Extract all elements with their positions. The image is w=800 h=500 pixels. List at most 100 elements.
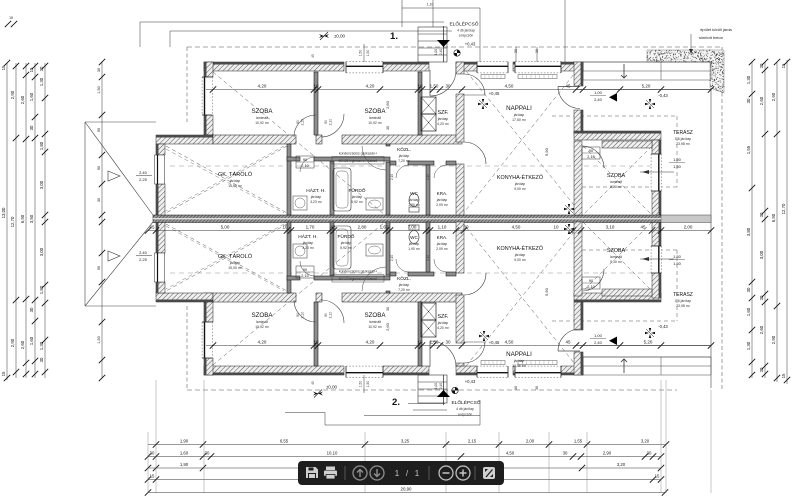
svg-text:1,55: 1,55 xyxy=(574,439,583,444)
svg-text:ELŐLÉPCSŐ: ELŐLÉPCSŐ xyxy=(451,399,480,406)
svg-text:laminált: laminált xyxy=(369,320,381,324)
svg-text:1,50: 1,50 xyxy=(430,84,439,89)
svg-text:SZF.: SZF. xyxy=(437,110,448,116)
svg-text:1,70: 1,70 xyxy=(306,224,315,229)
svg-text:2,10: 2,10 xyxy=(390,174,394,180)
svg-text:járólap: járólap xyxy=(514,182,526,186)
svg-text:SZOBA: SZOBA xyxy=(365,312,387,319)
svg-text:3,20: 3,20 xyxy=(641,439,650,444)
svg-text:9,30 m²: 9,30 m² xyxy=(610,185,623,189)
svg-text:1.: 1. xyxy=(390,31,398,42)
svg-text:30: 30 xyxy=(39,66,44,71)
svg-text:10,10: 10,10 xyxy=(327,451,338,456)
svg-text:4,50: 4,50 xyxy=(505,340,514,345)
svg-text:15: 15 xyxy=(655,474,660,479)
svg-text:4,20: 4,20 xyxy=(366,340,375,345)
svg-text:2,10: 2,10 xyxy=(301,164,308,168)
svg-text:1,50: 1,50 xyxy=(366,50,370,57)
svg-text:5,00: 5,00 xyxy=(221,224,230,229)
svg-text:90: 90 xyxy=(97,128,101,132)
svg-text:2,40: 2,40 xyxy=(594,97,603,102)
svg-text:2,25: 2,25 xyxy=(139,177,148,182)
svg-text:1,30: 1,30 xyxy=(39,341,44,350)
svg-text:1,00: 1,00 xyxy=(594,333,603,338)
svg-text:járólap: járólap xyxy=(229,261,241,265)
svg-text:15,00 m²: 15,00 m² xyxy=(228,266,243,270)
svg-text:1,00: 1,00 xyxy=(594,90,603,95)
svg-text:3,10: 3,10 xyxy=(606,224,615,229)
svg-text:10,92 m²: 10,92 m² xyxy=(255,121,270,125)
svg-text:2,90: 2,90 xyxy=(771,92,776,101)
svg-text:2,90: 2,90 xyxy=(10,90,15,99)
svg-text:2,60: 2,60 xyxy=(20,95,25,104)
svg-text:2,40: 2,40 xyxy=(139,250,148,255)
svg-text:90: 90 xyxy=(296,120,300,124)
svg-text:+0,43: +0,43 xyxy=(465,379,476,384)
svg-text:4,20: 4,20 xyxy=(258,340,267,345)
svg-text:1,50: 1,50 xyxy=(366,381,370,388)
svg-text:2,60: 2,60 xyxy=(20,340,25,349)
svg-text:10: 10 xyxy=(417,84,423,89)
svg-text:1,80: 1,80 xyxy=(39,285,44,294)
svg-text:1,50: 1,50 xyxy=(430,340,439,345)
svg-text:2,09 m²: 2,09 m² xyxy=(436,203,449,207)
svg-text:NAPPALI: NAPPALI xyxy=(506,105,532,112)
svg-text:2,10: 2,10 xyxy=(301,119,305,126)
svg-text:járólap: járólap xyxy=(408,242,420,246)
svg-text:SZOBA: SZOBA xyxy=(607,248,626,254)
svg-text:3,00: 3,00 xyxy=(39,180,44,189)
svg-text:30: 30 xyxy=(39,357,44,362)
svg-text:30: 30 xyxy=(386,126,390,130)
svg-text:30: 30 xyxy=(759,63,764,68)
svg-text:SZOBA: SZOBA xyxy=(252,108,274,115)
svg-text:SZOBA: SZOBA xyxy=(365,108,387,115)
svg-text:9,30 m²: 9,30 m² xyxy=(610,260,623,264)
svg-text:KÖZL.: KÖZL. xyxy=(397,146,411,153)
svg-text:10,92 m²: 10,92 m² xyxy=(255,325,270,329)
svg-text:10: 10 xyxy=(313,340,319,345)
svg-text:30: 30 xyxy=(514,386,518,390)
svg-text:2,10: 2,10 xyxy=(587,155,594,159)
svg-text:2,10: 2,10 xyxy=(301,312,305,319)
svg-text:6,90: 6,90 xyxy=(771,213,776,222)
svg-text:20,90: 20,90 xyxy=(401,487,413,492)
svg-text:10: 10 xyxy=(282,224,288,229)
svg-text:KÖZL.: KÖZL. xyxy=(397,275,411,282)
svg-text:a lépcsőn: a lépcsőn xyxy=(459,34,474,38)
svg-text:15: 15 xyxy=(9,16,13,20)
svg-text:1,90: 1,90 xyxy=(180,439,189,444)
svg-text:járólap: járólap xyxy=(310,195,322,199)
svg-text:10: 10 xyxy=(313,84,319,89)
svg-text:GK. TÁROLÓ: GK. TÁROLÓ xyxy=(218,171,253,178)
svg-text:2,40: 2,40 xyxy=(439,383,443,389)
svg-text:80/125 légbeszívó / füstcső: 80/125 légbeszívó / füstcső xyxy=(339,277,378,281)
svg-text:3,23 m²: 3,23 m² xyxy=(310,200,323,204)
svg-text:1,6 járólap: 1,6 járólap xyxy=(675,137,691,141)
svg-text:90: 90 xyxy=(296,313,300,317)
svg-text:7,00: 7,00 xyxy=(408,224,417,229)
svg-text:23,98 m²: 23,98 m² xyxy=(676,304,691,308)
svg-text:laminált: laminált xyxy=(610,180,622,184)
svg-text:HÁZT. H.: HÁZT. H. xyxy=(306,187,325,194)
svg-text:2,10: 2,10 xyxy=(426,174,430,180)
svg-text:15: 15 xyxy=(29,67,34,72)
svg-text:járólap: járólap xyxy=(340,241,352,245)
svg-text:30: 30 xyxy=(647,451,652,456)
svg-text:4,20: 4,20 xyxy=(366,84,375,89)
svg-text:kondenzációs gázkazán+: kondenzációs gázkazán+ xyxy=(339,152,377,156)
svg-text:HÁZT. H.: HÁZT. H. xyxy=(298,233,317,240)
svg-text:2.: 2. xyxy=(392,397,400,408)
svg-text:járólap: járólap xyxy=(513,113,525,117)
svg-text:1,60: 1,60 xyxy=(29,92,34,101)
svg-text:2,40: 2,40 xyxy=(139,170,148,175)
svg-text:2,09 m²: 2,09 m² xyxy=(436,247,449,251)
svg-text:1,30: 1,30 xyxy=(39,77,44,86)
svg-text:simított beton: simított beton xyxy=(699,35,723,40)
svg-text:+0,43: +0,43 xyxy=(465,42,476,47)
svg-text:2,60: 2,60 xyxy=(385,100,390,109)
svg-text:2,80: 2,80 xyxy=(358,224,367,229)
svg-text:1,00: 1,00 xyxy=(434,49,438,55)
svg-text:30: 30 xyxy=(746,287,751,292)
svg-text:1,60: 1,60 xyxy=(746,307,751,316)
svg-text:SZOBA: SZOBA xyxy=(607,173,626,179)
